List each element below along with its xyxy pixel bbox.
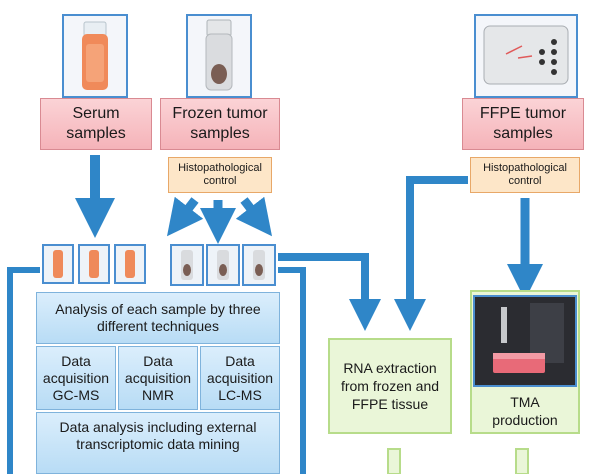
acq-lcms-box: Data acquisition LC-MS bbox=[200, 346, 280, 410]
rna-extraction-label: RNA extraction from frozen and FFPE tiss… bbox=[340, 360, 440, 412]
histo-control-left: Histopathological control bbox=[168, 157, 272, 193]
acq-nmr-label: Data acquisition NMR bbox=[124, 352, 192, 403]
serum-vial-photo bbox=[62, 14, 128, 98]
tma-continuation bbox=[515, 448, 529, 474]
serum-side-line bbox=[7, 267, 40, 474]
frozen-vial-photo bbox=[186, 14, 252, 98]
ffpe-samples-label: FFPE tumor samples bbox=[479, 105, 567, 142]
analysis-box: Analysis of each sample by three differe… bbox=[36, 292, 280, 344]
serum-tube-1 bbox=[42, 244, 74, 284]
ffpe-block-photo bbox=[474, 14, 578, 98]
histo-arrow-right bbox=[235, 196, 273, 237]
acq-lcms-label: Data acquisition LC-MS bbox=[206, 352, 274, 403]
frozen-tube-3 bbox=[242, 244, 276, 286]
frozen-side-line bbox=[278, 267, 306, 474]
frozen-samples-box: Frozen tumor samples bbox=[160, 98, 280, 150]
histo-arrow-left bbox=[166, 196, 204, 237]
ffpe-to-rna-arrow bbox=[394, 176, 468, 331]
acq-nmr-box: Data acquisition NMR bbox=[118, 346, 198, 410]
ffpe-samples-box: FFPE tumor samples bbox=[462, 98, 584, 150]
tma-box: TMA production bbox=[470, 290, 580, 434]
serum-samples-label: Serum samples bbox=[66, 105, 126, 142]
serum-tube-2 bbox=[78, 244, 110, 284]
frozen-tube-1 bbox=[170, 244, 204, 286]
analysis-title: Analysis of each sample by three differe… bbox=[55, 301, 261, 334]
histo-control-right-label: Histopathological control bbox=[483, 162, 567, 187]
acq-gcms-label: Data acquisition GC-MS bbox=[42, 352, 110, 403]
tma-production-label: TMA production bbox=[492, 394, 558, 428]
serum-samples-box: Serum samples bbox=[40, 98, 152, 150]
rna-continuation bbox=[387, 448, 401, 474]
frozen-to-rna-arrow bbox=[278, 253, 381, 331]
histo-control-left-label: Histopathological control bbox=[178, 162, 262, 187]
data-analysis-label: Data analysis including external transcr… bbox=[59, 419, 257, 452]
tma-machine-photo bbox=[473, 295, 577, 387]
histo-control-right: Histopathological control bbox=[470, 157, 580, 193]
serum-tube-3 bbox=[114, 244, 146, 284]
data-analysis-box: Data analysis including external transcr… bbox=[36, 412, 280, 474]
frozen-tube-2 bbox=[206, 244, 240, 286]
acq-gcms-box: Data acquisition GC-MS bbox=[36, 346, 116, 410]
rna-extraction-box: RNA extraction from frozen and FFPE tiss… bbox=[328, 338, 452, 434]
frozen-samples-label: Frozen tumor samples bbox=[172, 105, 268, 142]
